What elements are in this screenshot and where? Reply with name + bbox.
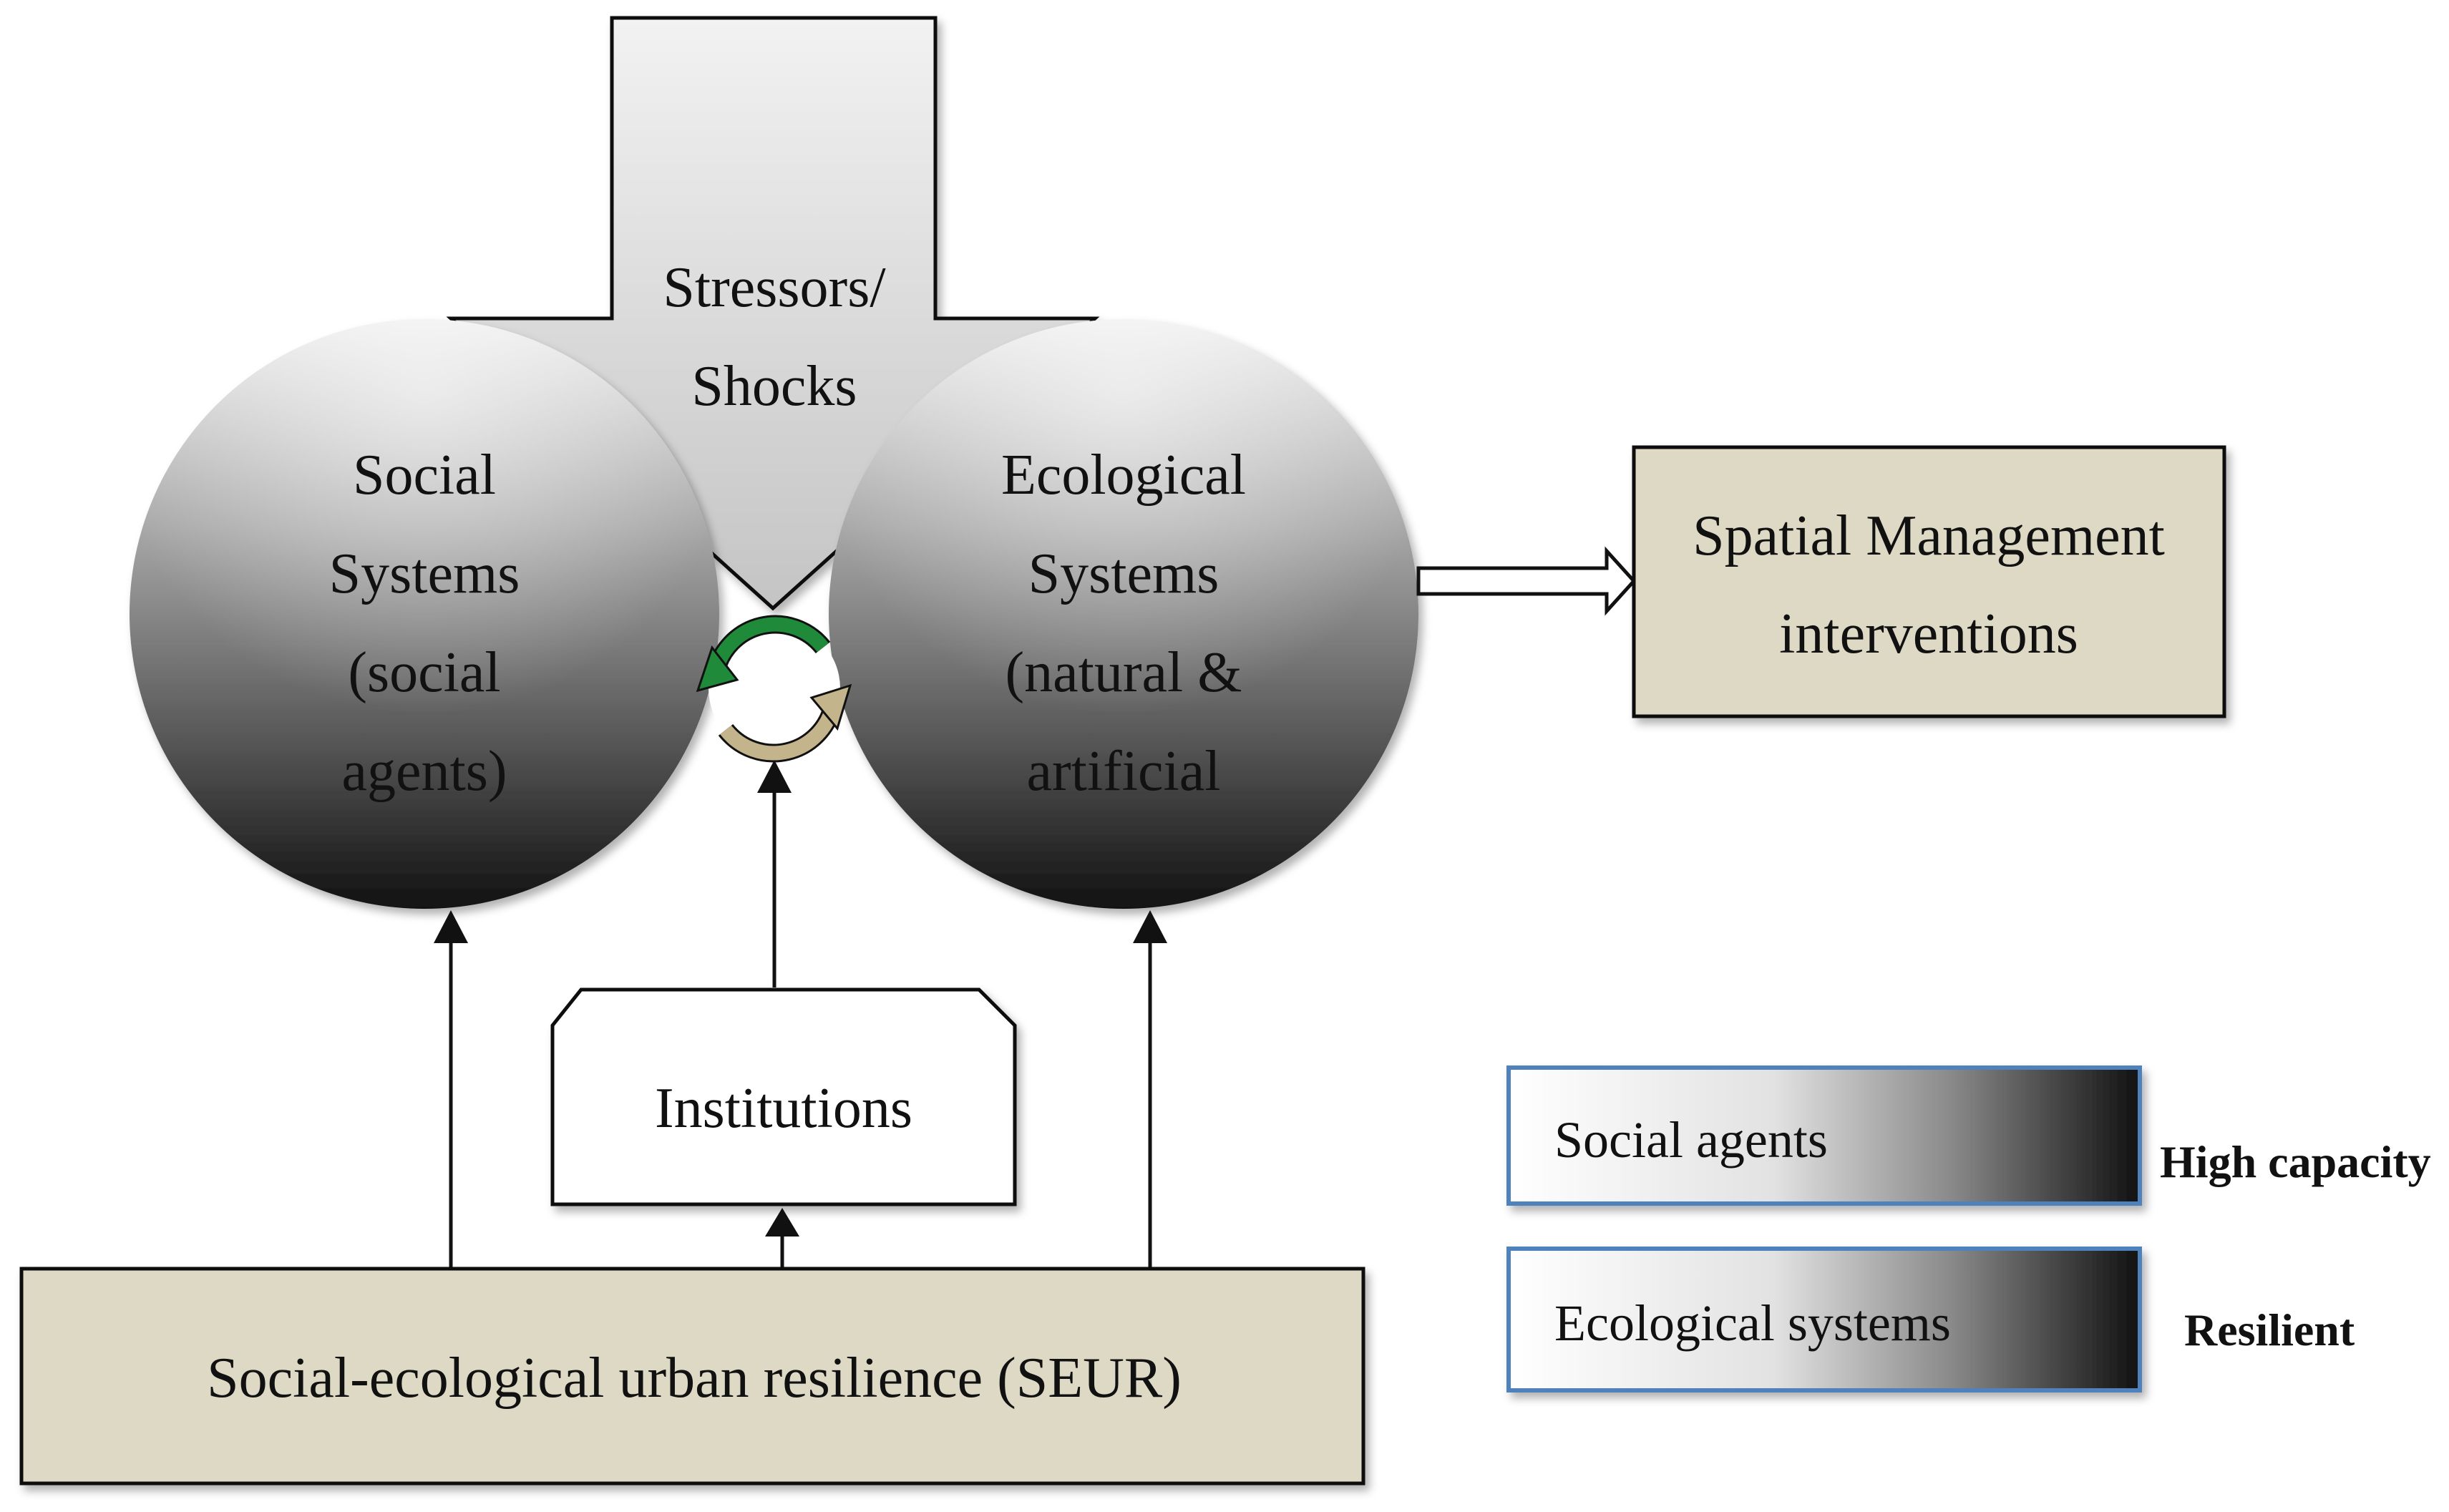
legend-ecological-systems-label: Ecological systems xyxy=(1554,1294,1951,1352)
ecological-label-line2: Systems xyxy=(1028,542,1219,605)
ecological-label-line4: artificial xyxy=(1027,740,1221,803)
seur-label: Social-ecological urban resilience (SEUR… xyxy=(207,1347,1182,1410)
social-label-line2: Systems xyxy=(329,542,520,605)
to-spatial-arrow xyxy=(1416,546,1637,616)
arrow-seur-to-institutions xyxy=(765,1208,799,1269)
institutions-box xyxy=(550,987,1017,1206)
legend-item-social-agents: Social agents High capacity xyxy=(1506,1065,2431,1206)
stressors-label-line1: Stressors/ xyxy=(663,256,886,319)
cycle-arrows-icon xyxy=(696,615,852,763)
social-systems-circle xyxy=(130,319,719,909)
ecological-systems-circle xyxy=(829,319,1418,909)
spatial-label-line2: interventions xyxy=(1779,603,2078,665)
legend-item-ecological-systems: Ecological systems Resilient xyxy=(1506,1247,2355,1392)
ecological-label-line3: (natural & xyxy=(1006,641,1242,704)
ecological-label-line1: Ecological xyxy=(1001,444,1246,507)
arrow-seur-to-ecological xyxy=(1133,910,1167,1269)
legend-resilient-label: Resilient xyxy=(2184,1304,2355,1355)
social-label-line1: Social xyxy=(353,444,496,507)
arrow-institutions-to-cycle xyxy=(757,760,792,987)
legend-high-capacity-label: High capacity xyxy=(2160,1136,2431,1187)
spatial-label-line1: Spatial Management xyxy=(1693,504,2165,567)
arrow-seur-to-social xyxy=(434,910,468,1269)
spatial-management-box xyxy=(1632,445,2226,718)
institutions-label: Institutions xyxy=(655,1077,912,1140)
seur-box xyxy=(19,1267,1365,1486)
stressors-label-line2: Shocks xyxy=(691,355,857,418)
legend: Social agents High capacity Ecological s… xyxy=(1506,1065,2431,1392)
legend-social-agents-label: Social agents xyxy=(1554,1111,1828,1169)
social-label-line4: agents) xyxy=(341,740,507,803)
social-label-line3: (social xyxy=(348,641,500,704)
